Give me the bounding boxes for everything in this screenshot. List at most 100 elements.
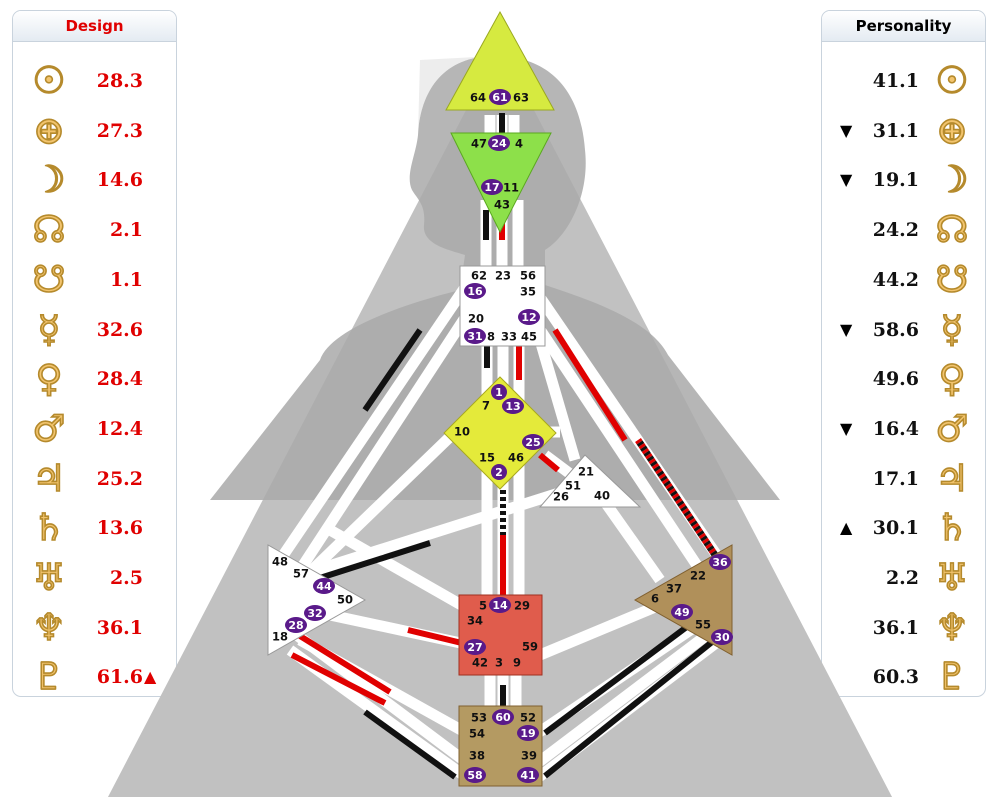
gate-41-badge	[517, 767, 539, 783]
personality-row-earth: ⊕ 31.1 ▼	[822, 108, 985, 154]
gate-45: 45	[521, 330, 537, 344]
activation-12	[552, 328, 628, 442]
gate-28: 28	[288, 619, 303, 632]
personality-marker-earth: ▼	[840, 120, 853, 140]
channel-44-26	[283, 474, 602, 586]
design-value-south-node: 1.1	[109, 268, 143, 291]
gate-60-badge	[492, 709, 514, 725]
earth-icon: ⊕	[33, 108, 66, 153]
gate-6: 6	[651, 592, 659, 606]
channel-55-39	[531, 620, 724, 770]
gate-7: 7	[482, 399, 490, 413]
gate-32: 32	[307, 607, 322, 620]
design-row-sun: ☉ 28.3	[13, 58, 176, 104]
gate-58: 58	[467, 769, 482, 782]
design-value-uranus: 2.5	[109, 567, 143, 589]
sun-icon: ☉	[935, 58, 970, 103]
personality-value-venus: 49.6	[872, 368, 919, 391]
design-row-mercury: ☿32.6	[13, 307, 176, 353]
activation-35-36-personality	[635, 438, 718, 557]
gate-59: 59	[522, 640, 538, 654]
design-title: Design	[13, 11, 176, 42]
activation-25	[538, 452, 560, 473]
design-value-neptune: 36.1	[96, 616, 143, 639]
gate-1-badge	[491, 384, 507, 400]
gate-11: 11	[503, 181, 519, 195]
personality-value-neptune: 36.1	[872, 616, 919, 639]
moon-icon: ☽	[935, 158, 970, 203]
solar-plexus-center	[633, 544, 733, 656]
gate-53: 53	[471, 711, 487, 725]
mars-icon: ♂	[32, 406, 67, 451]
gate-58-badge	[464, 767, 486, 783]
moon-icon: ☽	[32, 158, 67, 203]
gate-64: 64	[470, 91, 486, 105]
earth-icon: ⊕	[936, 108, 969, 153]
design-row-pluto: ♇61.6▲	[13, 654, 176, 696]
head-center	[445, 10, 555, 111]
gate-4: 4	[515, 137, 523, 151]
gate-12-badge	[518, 309, 540, 325]
design-value-mercury: 32.6	[96, 318, 143, 341]
design-row-mars: ♂12.4	[13, 406, 176, 452]
gate-13: 13	[505, 400, 520, 413]
gate-8: 8	[487, 330, 495, 344]
gate-62: 62	[471, 269, 487, 283]
design-value-sun: 28.3	[96, 70, 143, 92]
channel-12-22	[530, 318, 705, 574]
design-value-earth: 27.3	[96, 119, 143, 142]
personality-row-uranus: ♅2.2	[822, 555, 985, 601]
sun-icon: ☉	[32, 58, 67, 103]
gate-30: 30	[714, 631, 730, 644]
personality-row-sun: ☉41.1	[822, 58, 985, 104]
gate-9: 9	[513, 656, 521, 670]
gate-17: 17	[484, 181, 499, 194]
pluto-icon: ♇	[935, 655, 970, 697]
personality-value-jupiter: 17.1	[872, 467, 919, 490]
gate-24-badge	[488, 135, 510, 151]
gate-27: 27	[467, 641, 482, 654]
gate-50: 50	[337, 593, 353, 607]
uranus-icon: ♅	[32, 555, 67, 600]
personality-row-venus: ♀49.6	[822, 356, 985, 402]
gate-33: 33	[501, 330, 517, 344]
personality-panel: Personality ☉41.1⊕31.1▼☽19.1▼☊24.2☋44.2☿…	[821, 10, 986, 697]
personality-row-jupiter: ♃ 17.1	[822, 456, 985, 502]
gate-25: 25	[525, 436, 540, 449]
gate-16-badge	[464, 283, 486, 299]
gate-49-badge	[671, 604, 693, 620]
gate-41: 41	[520, 769, 535, 782]
design-value-pluto: 61.6	[96, 666, 143, 689]
gate-60: 60	[495, 711, 511, 724]
channel-16-48	[275, 276, 475, 564]
gate-46: 46	[508, 451, 524, 465]
design-value-moon: 14.6	[96, 169, 143, 192]
design-marker-pluto: ▲	[144, 667, 157, 687]
design-row-north-node: ☊2.1	[13, 207, 176, 253]
gate-36-badge	[709, 554, 731, 570]
gate-61: 61	[492, 91, 507, 104]
gate-47: 47	[471, 137, 487, 151]
gate-42: 42	[472, 656, 488, 670]
neptune-icon: ♆	[32, 605, 67, 650]
personality-value-mars: 16.4	[872, 417, 919, 440]
gate-40: 40	[594, 489, 610, 503]
channel-40-37	[595, 491, 665, 584]
gate-31: 31	[467, 330, 482, 343]
gate-44: 44	[316, 580, 332, 593]
silhouette-highlight	[418, 56, 495, 135]
gate-2-badge	[491, 464, 507, 480]
gate-34: 34	[467, 614, 483, 628]
design-row-earth: ⊕ 27.3	[13, 108, 176, 154]
activation-28	[298, 633, 392, 695]
personality-value-north-node: 24.2	[872, 219, 919, 242]
design-value-venus: 28.4	[96, 368, 143, 391]
gate-51: 51	[565, 479, 581, 493]
design-row-neptune: ♆ 36.1	[13, 605, 176, 651]
gate-20: 20	[468, 312, 484, 326]
gate-57: 57	[293, 567, 309, 581]
channel-45-21-heart	[534, 338, 581, 462]
personality-value-earth: 31.1	[872, 119, 919, 142]
gate-19-badge	[517, 725, 539, 741]
jupiter-icon: ♃	[935, 456, 970, 501]
